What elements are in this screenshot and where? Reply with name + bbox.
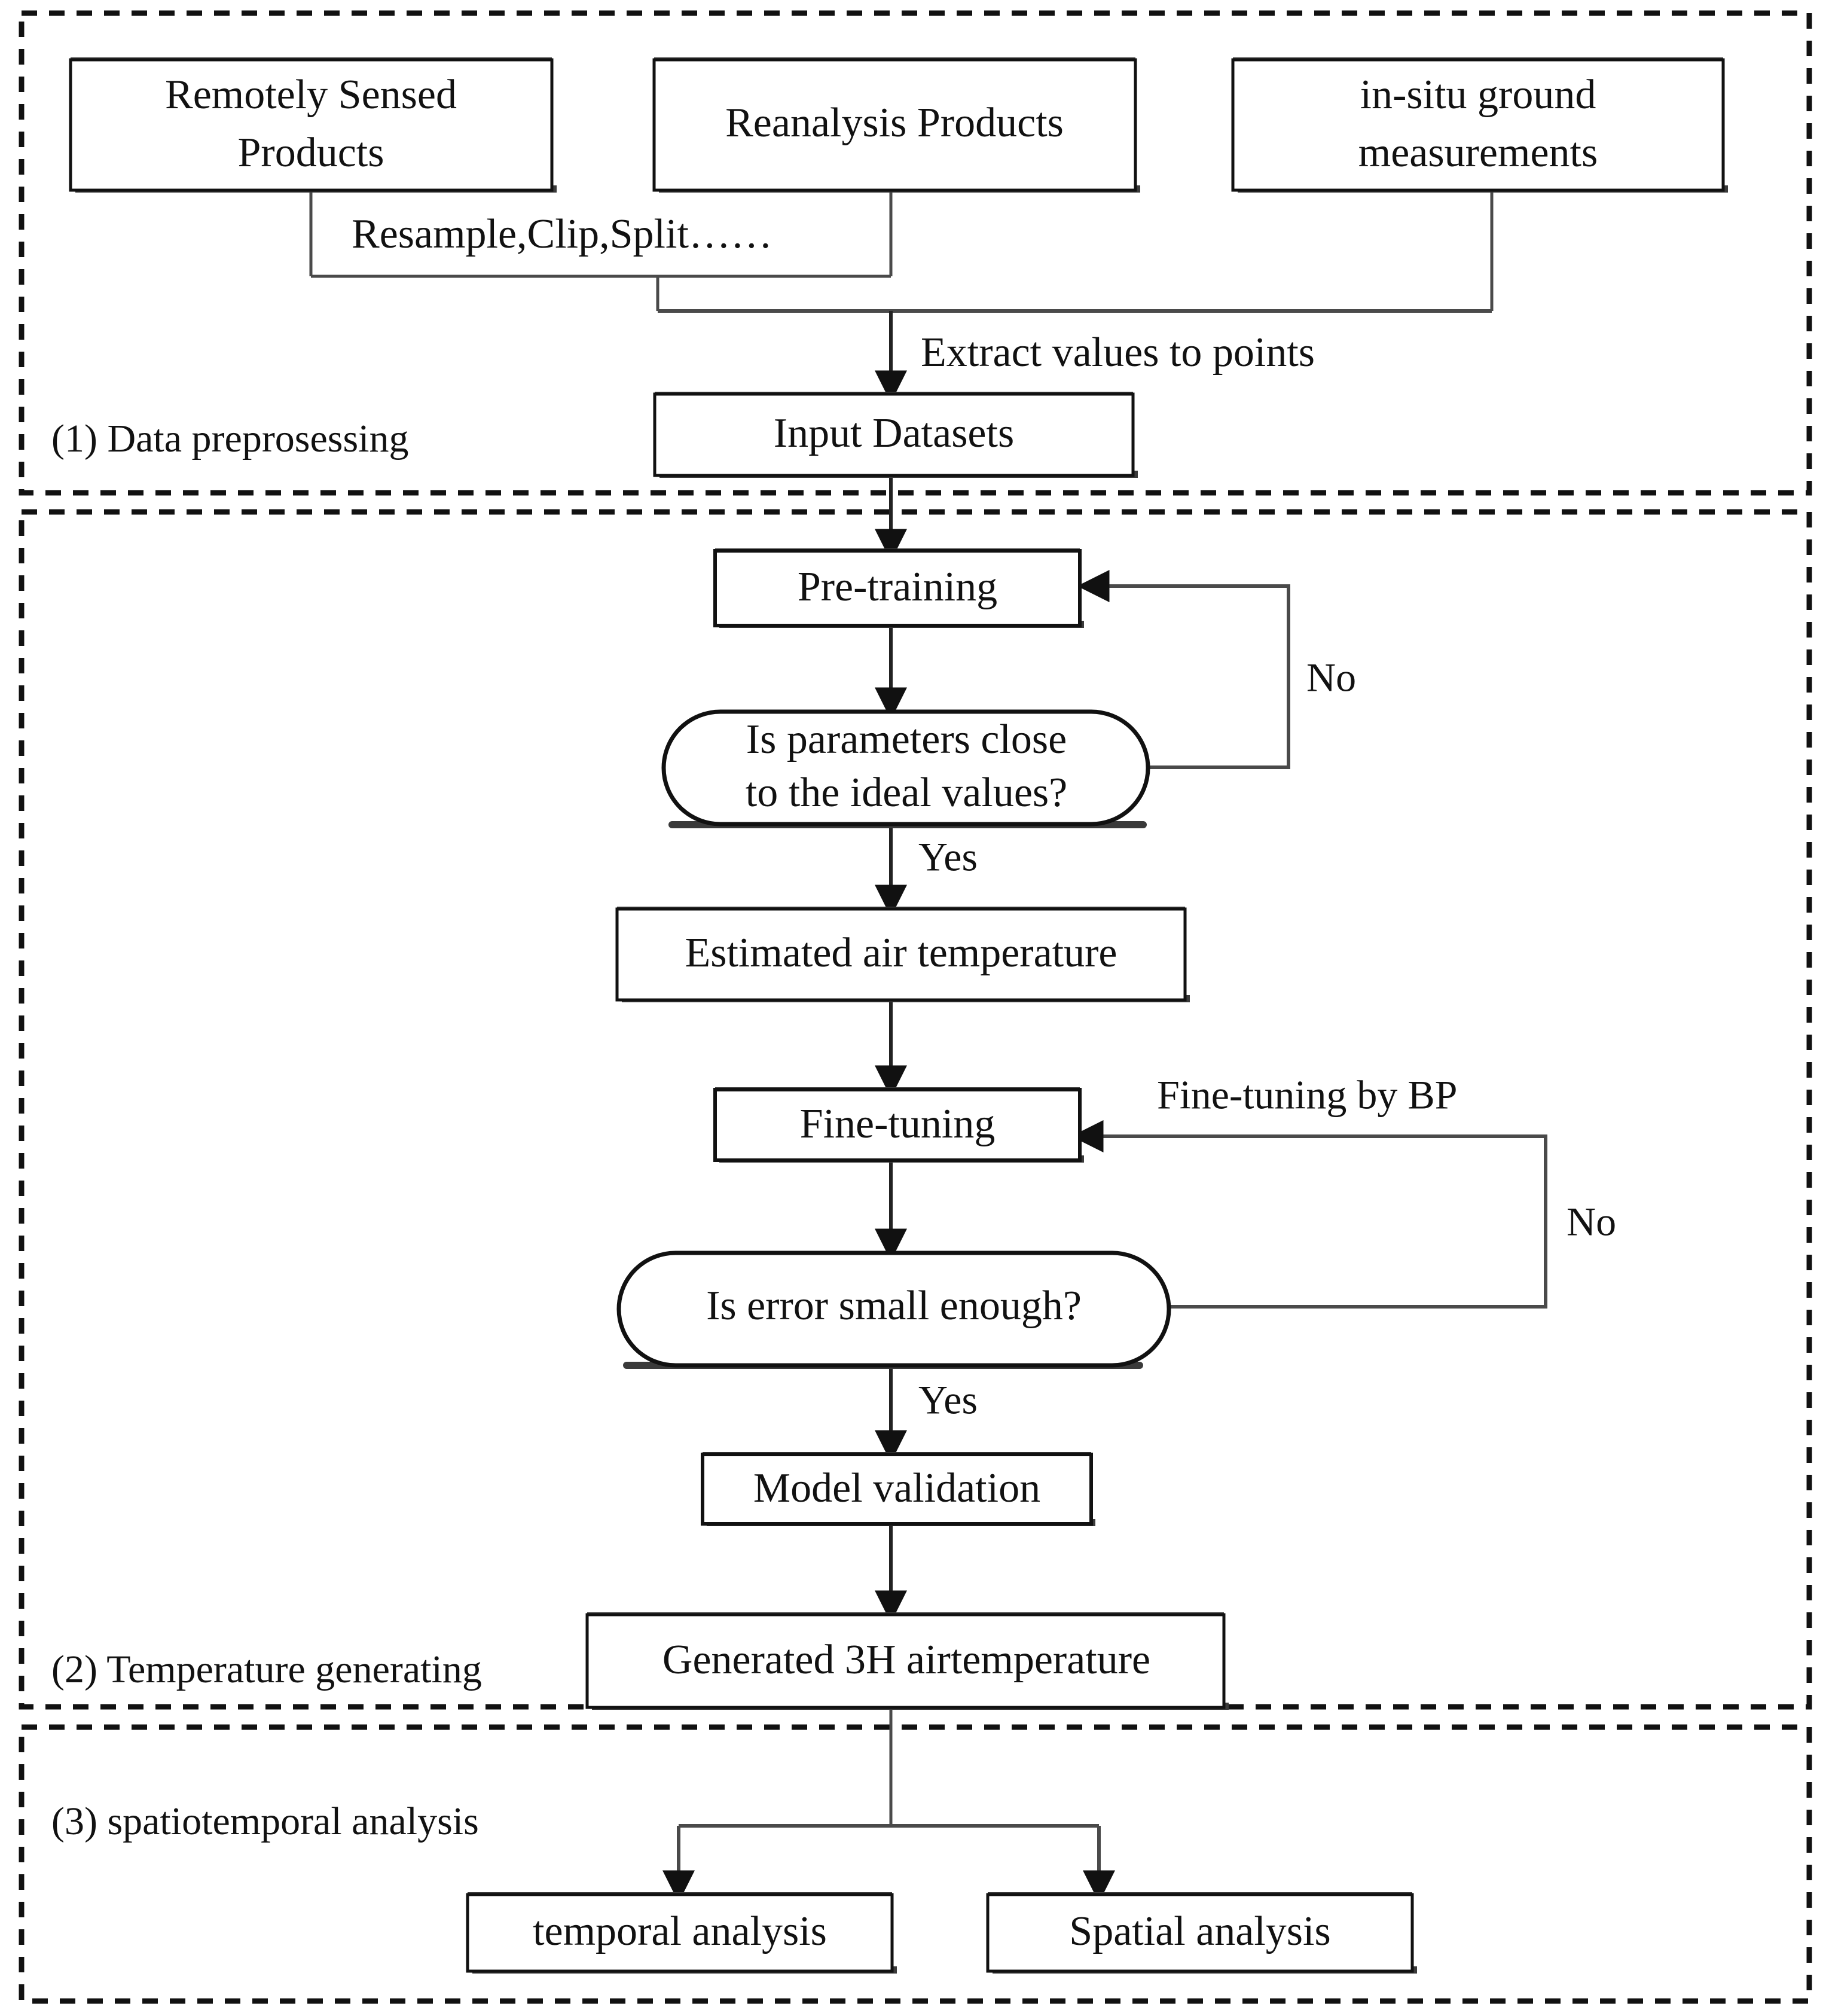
edge-label-fine-tuning-by-bp: Fine-tuning by BP xyxy=(1157,1072,1458,1118)
edge-label-no-1: No xyxy=(1306,655,1356,700)
pre-training-box[interactable] xyxy=(713,549,1082,627)
section-1-label: (1) Data preprosessing xyxy=(51,417,408,460)
edge-label-no-2: No xyxy=(1567,1199,1616,1245)
estimated-air-temp-label: Estimated air temperature xyxy=(685,930,1117,976)
fine-tuning-box[interactable] xyxy=(713,1088,1082,1162)
edge-label-yes-2: Yes xyxy=(918,1377,978,1423)
estimated-air-temp-box[interactable] xyxy=(615,907,1187,1002)
generated-3h-box[interactable] xyxy=(585,1613,1226,1709)
section-3-border xyxy=(19,1724,1812,2004)
remotely-sensed-box[interactable] xyxy=(69,58,554,192)
section-3-label: (3) spatiotemporal analysis xyxy=(51,1800,479,1843)
model-validation-label: Model validation xyxy=(753,1465,1040,1511)
decision-error-label: Is error small enough? xyxy=(706,1283,1082,1329)
decision-params-shape[interactable] xyxy=(661,709,1150,826)
section-1-border xyxy=(19,10,1812,496)
reanalysis-box[interactable] xyxy=(652,58,1137,192)
decision-params-label-line2: to the ideal values? xyxy=(746,770,1067,816)
in-situ-box[interactable] xyxy=(1231,58,1725,192)
input-datasets-box[interactable] xyxy=(653,392,1135,477)
in-situ-label-line2: measurements xyxy=(1358,130,1598,176)
decision-params-label-line1: Is parameters close xyxy=(746,716,1067,763)
spatial-analysis-label: Spatial analysis xyxy=(1069,1908,1330,1954)
edge-decision2-no-loop xyxy=(1071,1120,1547,1309)
edge-decision1-no-loop xyxy=(1077,570,1290,769)
edge-label-extract: Extract values to points xyxy=(921,330,1315,376)
decision-error-shape[interactable] xyxy=(616,1251,1171,1368)
edge-label-yes-1: Yes xyxy=(918,834,978,880)
edge-label-resample: Resample,Clip,Split…… xyxy=(352,211,772,257)
temporal-analysis-box[interactable] xyxy=(466,1893,894,1973)
temporal-analysis-label: temporal analysis xyxy=(533,1908,827,1954)
remotely-sensed-label-line1: Remotely Sensed xyxy=(165,72,457,118)
generated-3h-label: Generated 3H airtemperature xyxy=(662,1637,1150,1683)
fine-tuning-label: Fine-tuning xyxy=(800,1101,996,1147)
section-2-label: (2) Temperature generating xyxy=(51,1648,482,1691)
remotely-sensed-label-line2: Products xyxy=(238,130,384,176)
in-situ-label-line1: in-situ ground xyxy=(1360,72,1596,118)
section-2-border xyxy=(19,509,1812,1710)
spatial-analysis-box[interactable] xyxy=(986,1893,1414,1973)
pre-training-label: Pre-training xyxy=(798,564,997,610)
model-validation-box[interactable] xyxy=(701,1453,1093,1526)
input-datasets-label: Input Datasets xyxy=(774,410,1014,456)
reanalysis-label: Reanalysis Products xyxy=(725,100,1064,146)
